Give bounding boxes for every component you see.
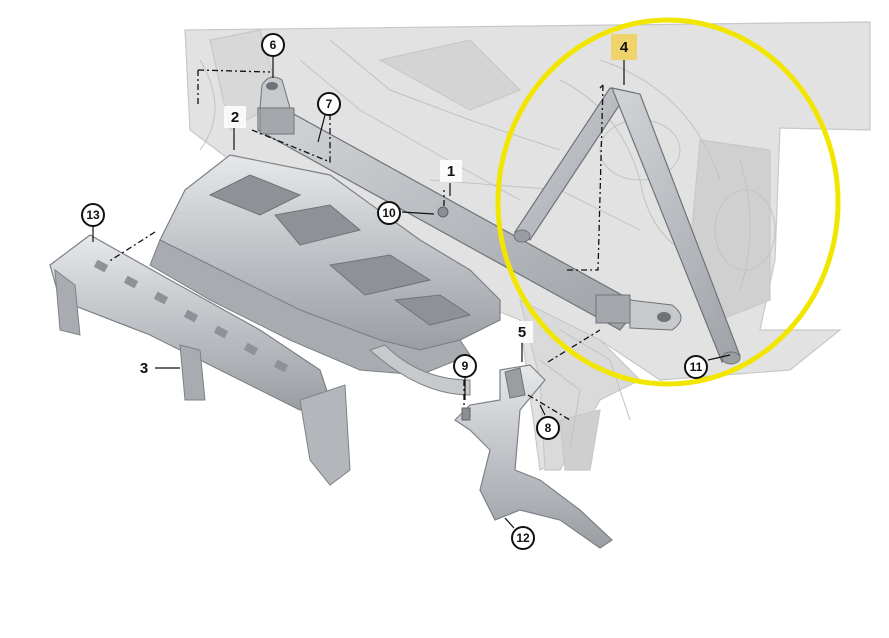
callout-4: 4 xyxy=(611,34,637,60)
part-3-front-carrier xyxy=(49,234,351,486)
callout-3-text: 3 xyxy=(139,359,149,377)
callout-12-text: 12 xyxy=(516,531,530,545)
callout-2: 2 xyxy=(224,106,246,128)
callout-11: 11 xyxy=(684,355,708,379)
callout-5-text: 5 xyxy=(517,323,527,341)
highlight-circle xyxy=(495,17,841,387)
callout-3: 3 xyxy=(133,357,155,379)
callout-8-text: 8 xyxy=(544,421,552,435)
part-1-cross-bar xyxy=(257,76,682,331)
vehicle-body-ghost-lines xyxy=(199,39,776,451)
callout-9: 9 xyxy=(453,354,477,378)
callout-1-text: 1 xyxy=(446,162,456,180)
callout-13-text: 13 xyxy=(86,208,100,222)
callout-6: 6 xyxy=(261,33,285,57)
callout-13: 13 xyxy=(81,203,105,227)
callout-5: 5 xyxy=(511,321,533,343)
callout-6-text: 6 xyxy=(269,38,277,52)
callout-1: 1 xyxy=(440,160,462,182)
callout-10-text: 10 xyxy=(382,206,396,220)
callout-7-text: 7 xyxy=(325,97,333,111)
part-5-side-bracket xyxy=(454,364,613,549)
callout-10: 10 xyxy=(377,201,401,225)
callout-9-text: 9 xyxy=(461,359,469,373)
callout-leaders xyxy=(92,57,731,529)
callout-2-text: 2 xyxy=(230,108,240,126)
part-4-strut-brace xyxy=(513,87,741,365)
callout-11-text: 11 xyxy=(689,360,703,374)
callout-8: 8 xyxy=(536,416,560,440)
part-2-tray-plate xyxy=(149,154,501,396)
callout-7: 7 xyxy=(317,92,341,116)
installation-lines xyxy=(107,69,604,421)
label-4-highlight-bg xyxy=(611,34,637,60)
callout-12: 12 xyxy=(511,526,535,550)
callout-4-text: 4 xyxy=(619,38,629,56)
